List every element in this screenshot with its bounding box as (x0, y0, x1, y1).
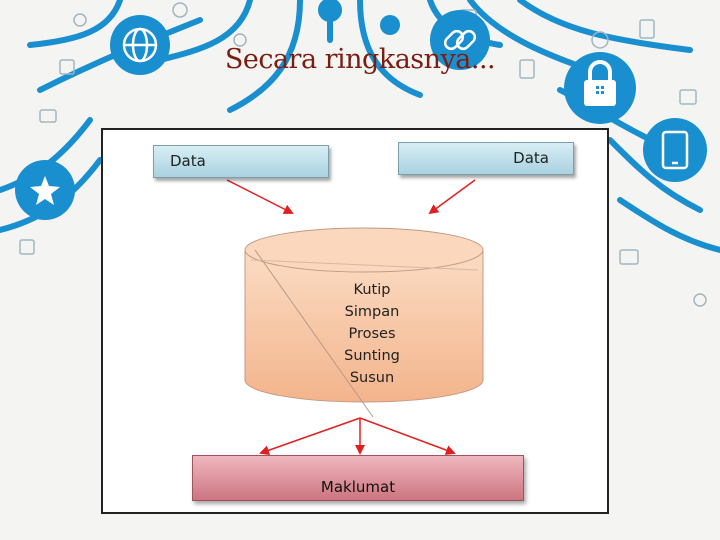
arrow-output-right (359, 417, 456, 455)
arrow-input-right (428, 179, 476, 215)
input-data-box-right: Data (398, 142, 574, 175)
output-label: Maklumat (320, 478, 396, 496)
process-list: Kutip Simpan Proses Sunting Susun (322, 279, 422, 389)
input-data-label-right: Data (513, 149, 549, 167)
output-box: Maklumat (192, 455, 524, 501)
diagram-panel: Data Data Kutip Simpan Proses Sunting Su… (101, 128, 609, 514)
process-item: Proses (348, 326, 396, 342)
input-data-box-left: Data (153, 145, 329, 178)
arrow-output-left (259, 417, 361, 456)
process-item: Sunting (344, 348, 400, 364)
slide-title: Secara ringkasnya... (224, 44, 496, 75)
process-item: Kutip (353, 282, 391, 298)
input-data-label-left: Data (170, 152, 206, 170)
arrow-input-left (226, 179, 294, 214)
process-item: Simpan (344, 304, 400, 320)
process-item: Susun (349, 370, 395, 386)
